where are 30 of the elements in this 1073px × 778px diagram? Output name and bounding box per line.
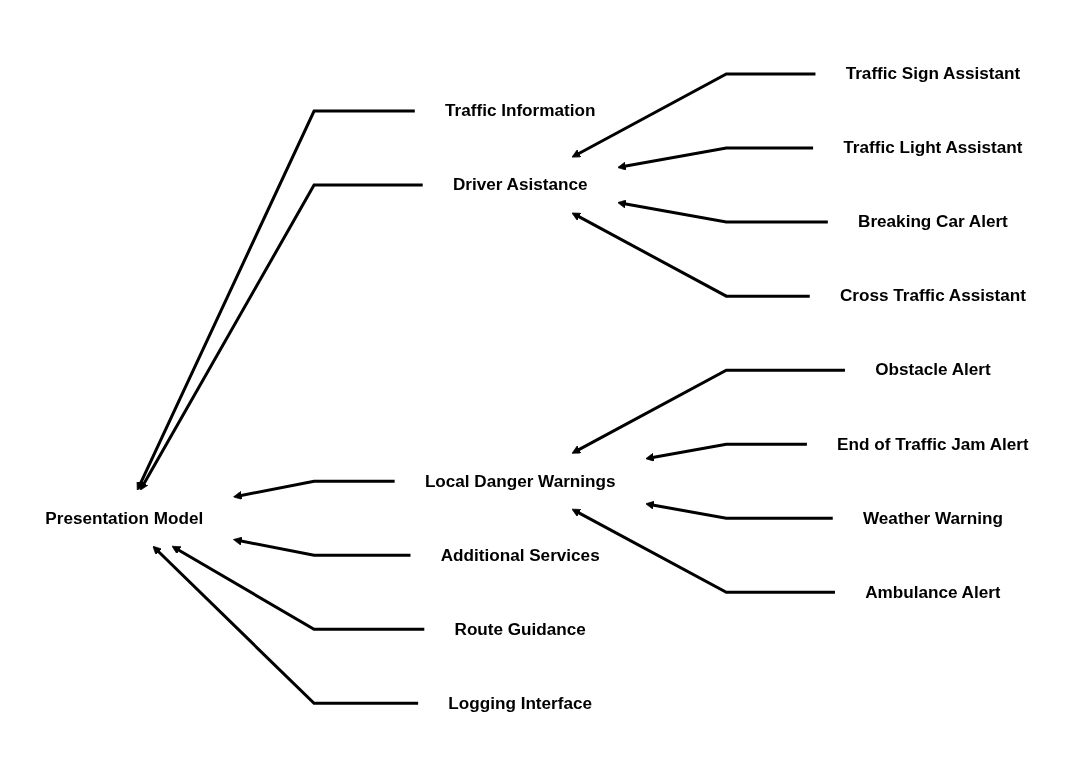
node-text: Breaking Car Alert (857, 212, 1008, 232)
node-text: Additional Services (440, 545, 600, 565)
arrow (571, 509, 835, 595)
node-text: Presentation Model (44, 508, 203, 528)
arrow (616, 199, 828, 224)
node-text: Route Guidance (454, 619, 586, 639)
node-text: Weather Warning (862, 508, 1003, 528)
arrow (171, 546, 424, 632)
node-text: Driver Asistance (452, 175, 587, 195)
arrow (571, 212, 810, 298)
arrow (152, 546, 418, 706)
arrow (232, 537, 410, 558)
node-text: Logging Interface (447, 693, 592, 713)
arrow (616, 146, 813, 171)
diagram: Presentation Model Traffic Information Driver Asistance Traffic Sign Assistant Traffic Light Assistant Breaking Car Alert Cross Traffic Assistant Local Danger Warnings Obstacle Alert End of Traffic Jam Alert Weather Warning Ambulance Alert Additional Services Route Guidance Logging Interface (6, 38, 1067, 740)
node-text: Obstacle Alert (874, 360, 991, 380)
node-text: Traffic Information (444, 101, 595, 121)
node-text: Local Danger Warnings (424, 471, 615, 491)
node-text: Traffic Light Assistant (842, 138, 1023, 158)
arrow (644, 501, 833, 521)
arrow (232, 480, 395, 501)
node-text: End of Traffic Jam Alert (836, 434, 1029, 454)
node-text: Cross Traffic Assistant (839, 286, 1026, 306)
arrow (644, 443, 807, 462)
arrow (571, 369, 845, 454)
node-text: Traffic Sign Assistant (845, 64, 1020, 84)
arrow (136, 109, 415, 491)
node-text: Ambulance Alert (864, 582, 1001, 602)
arrow (139, 183, 423, 491)
arrow (571, 72, 815, 158)
